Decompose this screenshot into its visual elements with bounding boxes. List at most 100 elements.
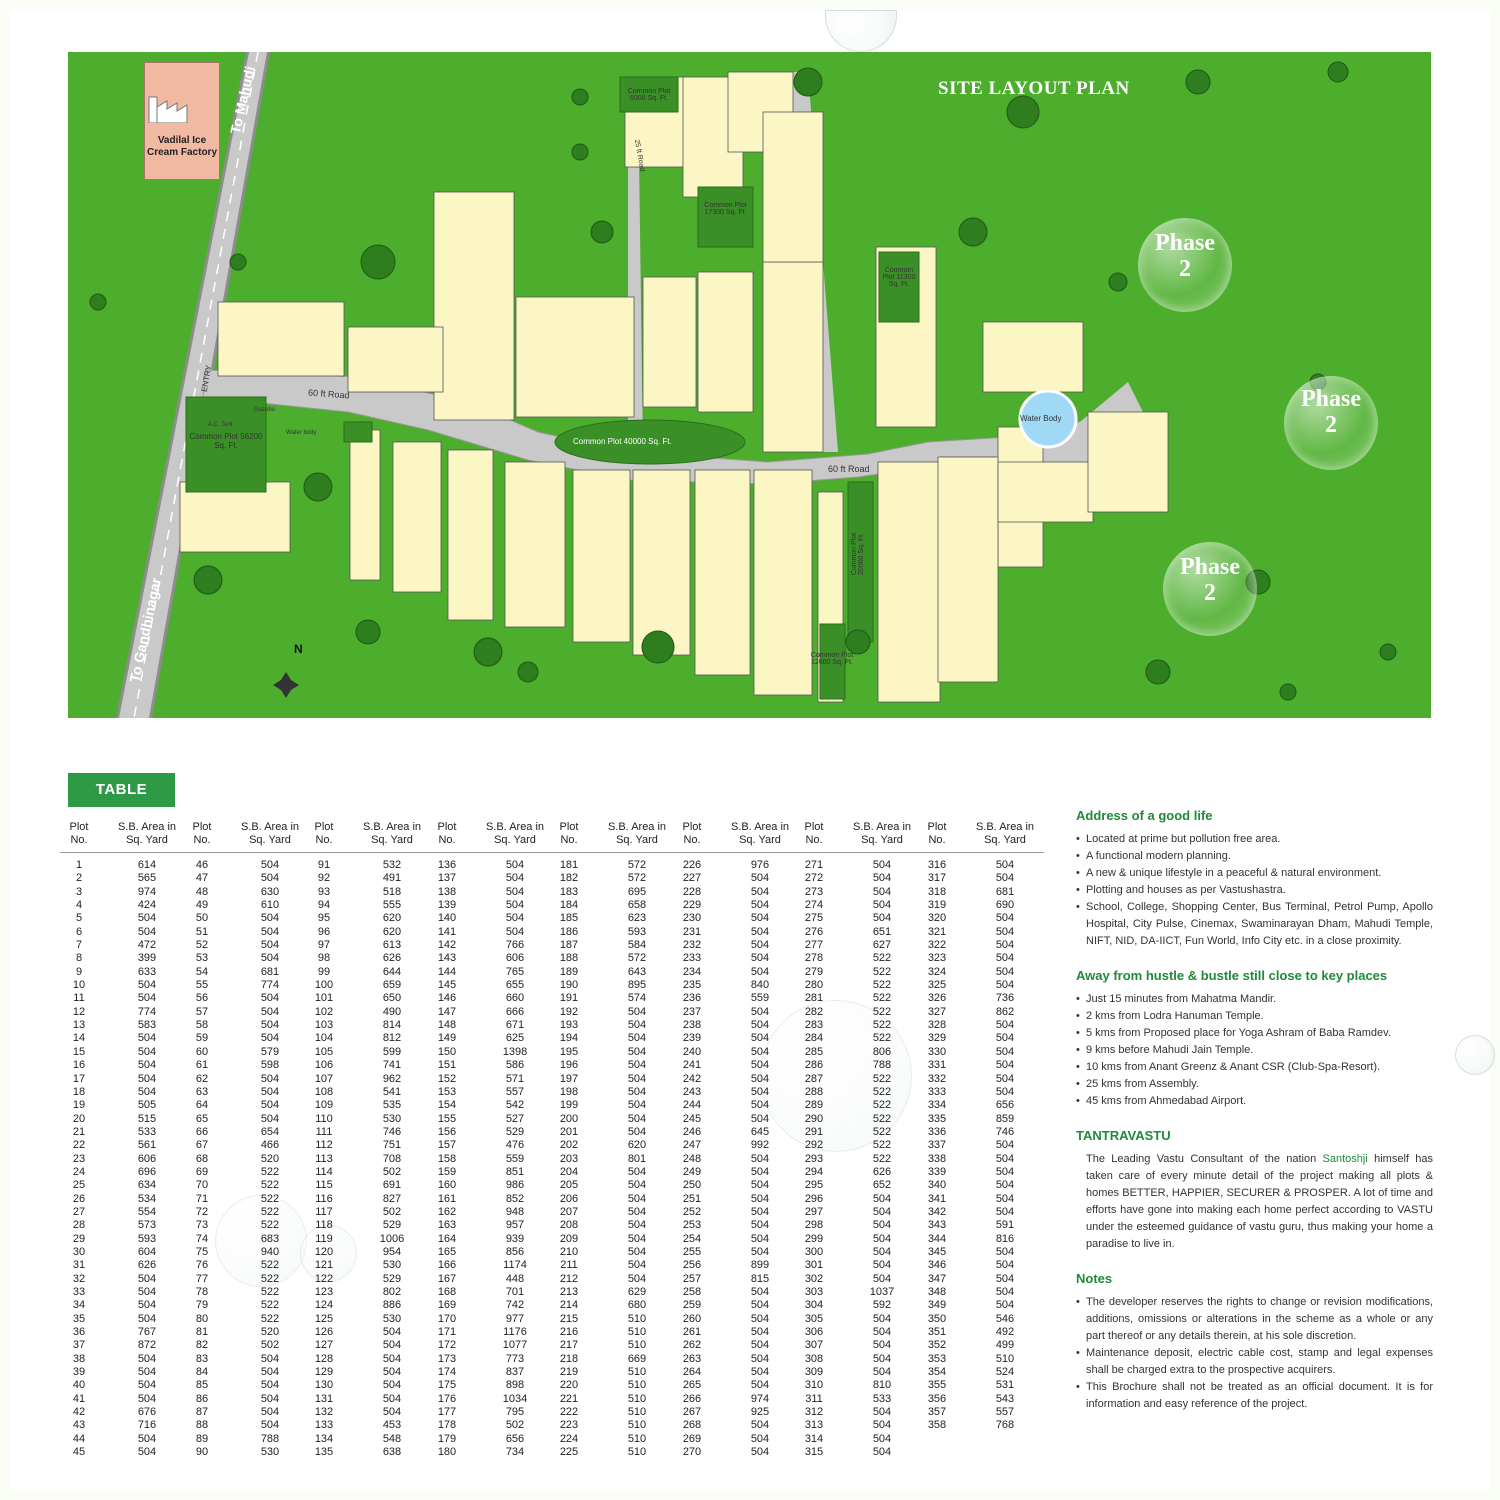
plot-no-cell: 77 — [195, 1272, 209, 1285]
plot-no-cell: 250 — [682, 1179, 702, 1192]
sb-area-cell: 541 — [382, 1085, 402, 1098]
plot-no-cell: 249 — [682, 1165, 702, 1178]
header-sb-area: S.B. Area in Sq. Yard — [240, 821, 300, 846]
plot-no-cell: 53 — [195, 952, 209, 965]
plot-no-cell: 24 — [72, 1165, 86, 1178]
plot-no-cell: 356 — [927, 1392, 947, 1405]
sb-area-cell: 626 — [872, 1165, 892, 1178]
sb-area-cell: 586 — [505, 1059, 525, 1072]
away-item: 9 kms before Mahudi Jain Temple. — [1076, 1042, 1433, 1059]
plot-no-cell: 220 — [559, 1379, 579, 1392]
sb-area-cell: 572 — [627, 872, 647, 885]
common-plot-17300: Common Plot 17300 Sq. Ft. — [704, 202, 747, 216]
plot-no-cell: 180 — [437, 1446, 457, 1459]
plot-no-cell: 297 — [804, 1205, 824, 1218]
address-item: Located at prime but pollution free area… — [1076, 831, 1433, 848]
sb-area-cell: 504 — [260, 1419, 280, 1432]
plot-no-cell: 134 — [314, 1432, 334, 1445]
plot-no-cell: 58 — [195, 1019, 209, 1032]
sb-area-cell: 669 — [627, 1352, 647, 1365]
sb-area-cell: 504 — [627, 1099, 647, 1112]
sb-area-cell: 504 — [137, 1085, 157, 1098]
plot-no-cell: 76 — [195, 1259, 209, 1272]
plot-no-cell: 35 — [72, 1312, 86, 1325]
sb-area-cell: 767 — [137, 1326, 157, 1339]
sb-area-cell: 504 — [995, 952, 1015, 965]
sb-area-cell: 504 — [750, 885, 770, 898]
plot-no-cell: 140 — [437, 912, 457, 925]
sb-area-cell: 504 — [995, 1139, 1015, 1152]
plot-no-cell: 176 — [437, 1392, 457, 1405]
sb-area-cell: 788 — [260, 1432, 280, 1445]
plot-no-cell: 234 — [682, 965, 702, 978]
plot-no-cell: 179 — [437, 1432, 457, 1445]
sb-area-cell: 852 — [505, 1192, 525, 1205]
sb-area-cell: 535 — [382, 1099, 402, 1112]
sb-area-cell: 504 — [260, 1099, 280, 1112]
sb-area-cell: 859 — [995, 1112, 1015, 1125]
plot-no-cell: 36 — [72, 1326, 86, 1339]
plot-no-cell: 252 — [682, 1205, 702, 1218]
sb-area-cell: 806 — [872, 1045, 892, 1058]
sb-area-cell: 510 — [627, 1392, 647, 1405]
plot-no-cell: 110 — [315, 1112, 333, 1125]
sb-area-cell: 654 — [260, 1125, 280, 1138]
plot-no-cell: 27 — [72, 1205, 86, 1218]
plot-no-cell: 122 — [314, 1272, 334, 1285]
sb-area-cell: 610 — [260, 899, 280, 912]
plot-no-cell: 20 — [72, 1112, 86, 1125]
sb-area-cell: 504 — [260, 1085, 280, 1098]
sb-area-cell: 399 — [137, 952, 157, 965]
sb-area-cell: 504 — [750, 912, 770, 925]
plot-no-cell: 63 — [195, 1085, 209, 1098]
sb-area-cell: 638 — [382, 1446, 402, 1459]
sb-area-cell: 504 — [872, 1352, 892, 1365]
plot-no-cell: 65 — [195, 1112, 209, 1125]
sb-area-cell: 522 — [260, 1259, 280, 1272]
sb-area-cell: 626 — [137, 1259, 157, 1272]
plot-no-cell: 290 — [804, 1112, 824, 1125]
notes-heading: Notes — [1076, 1271, 1113, 1286]
sb-area-cell: 532 — [382, 859, 402, 871]
plot-no-cell: 319 — [927, 899, 947, 912]
plot-no-cell: 193 — [559, 1019, 579, 1032]
plot-no-cell: 350 — [927, 1312, 947, 1325]
plot-no-cell: 173 — [437, 1352, 457, 1365]
plot-no-cell: 88 — [195, 1419, 209, 1432]
sb-area-cell: 466 — [260, 1139, 280, 1152]
plot-no-cell: 60 — [195, 1045, 209, 1058]
sb-area-cell: 504 — [995, 1286, 1015, 1298]
sb-area-cell: 522 — [260, 1192, 280, 1205]
sb-area-cell: 801 — [627, 1152, 647, 1165]
plot-no-cell: 219 — [559, 1366, 579, 1379]
sb-area-cell: 593 — [627, 925, 647, 938]
sb-area-cell: 623 — [627, 912, 647, 925]
plot-no-cell: 177 — [437, 1406, 457, 1419]
sb-area-cell: 504 — [137, 1299, 157, 1312]
plot-no-cell: 324 — [927, 965, 947, 978]
sb-area-cell: 976 — [750, 859, 770, 871]
plot-no-cell: 186 — [559, 925, 579, 938]
sb-area-cell: 1176 — [503, 1326, 527, 1339]
sb-area-cell: 504 — [382, 1379, 402, 1392]
sb-area-cell: 504 — [750, 1072, 770, 1085]
header-plot-no: Plot No. — [804, 821, 824, 846]
common-plot-56200: Common Plot 56200 Sq. Ft. — [189, 432, 263, 450]
sb-area-cell: 504 — [137, 992, 157, 1005]
plot-no-cell: 214 — [559, 1299, 579, 1312]
plot-no-cell: 75 — [195, 1245, 209, 1258]
header-sb-area: S.B. Area in Sq. Yard — [117, 821, 177, 846]
sb-area-cell: 491 — [382, 872, 402, 885]
sb-area-cell: 504 — [872, 1312, 892, 1325]
plot-no-cell: 330 — [927, 1045, 947, 1058]
plot-no-cell: 22 — [72, 1139, 86, 1152]
sb-area-cell: 1174 — [503, 1259, 527, 1272]
sb-area-cell: 492 — [995, 1326, 1015, 1339]
sb-area-cell: 504 — [750, 1192, 770, 1205]
sb-area-cell: 837 — [505, 1366, 525, 1379]
plot-no-cell: 206 — [559, 1192, 579, 1205]
plot-no-cell: 54 — [195, 965, 209, 978]
plot-no-cell: 337 — [927, 1139, 947, 1152]
away-item: 10 kms from Anant Greenz & Anant CSR (Cl… — [1076, 1059, 1433, 1076]
plot-no-cell: 317 — [927, 872, 947, 885]
